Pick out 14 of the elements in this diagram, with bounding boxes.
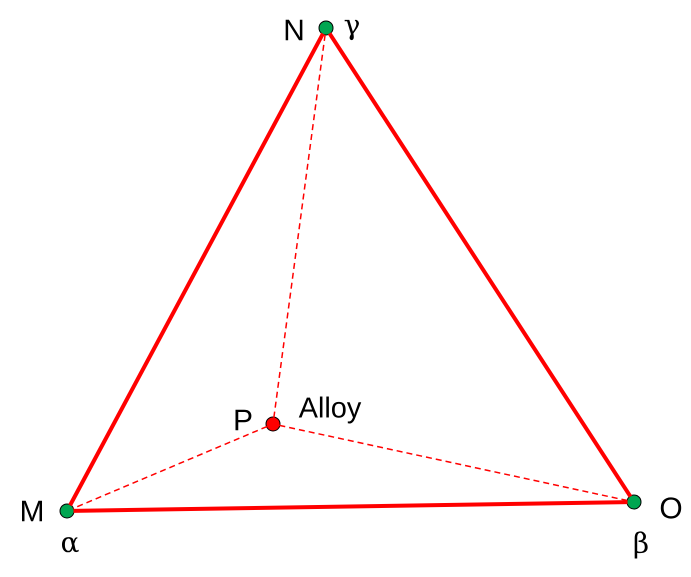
dashed-line [279,424,628,502]
phase-label: α [62,537,79,552]
phase-label: γ [344,20,359,40]
alloy-label: Alloy [298,396,362,424]
point-label: O [660,497,682,519]
triangle-edge [73,500,628,513]
dashed-line [72,426,268,510]
phase-label: β [634,531,648,559]
dashed-line [273,34,326,418]
point-label: N [286,20,302,40]
point-label: P [236,410,252,430]
triangle-edge [328,32,632,498]
triangle-edge [68,32,325,506]
point-label: M [22,500,42,522]
